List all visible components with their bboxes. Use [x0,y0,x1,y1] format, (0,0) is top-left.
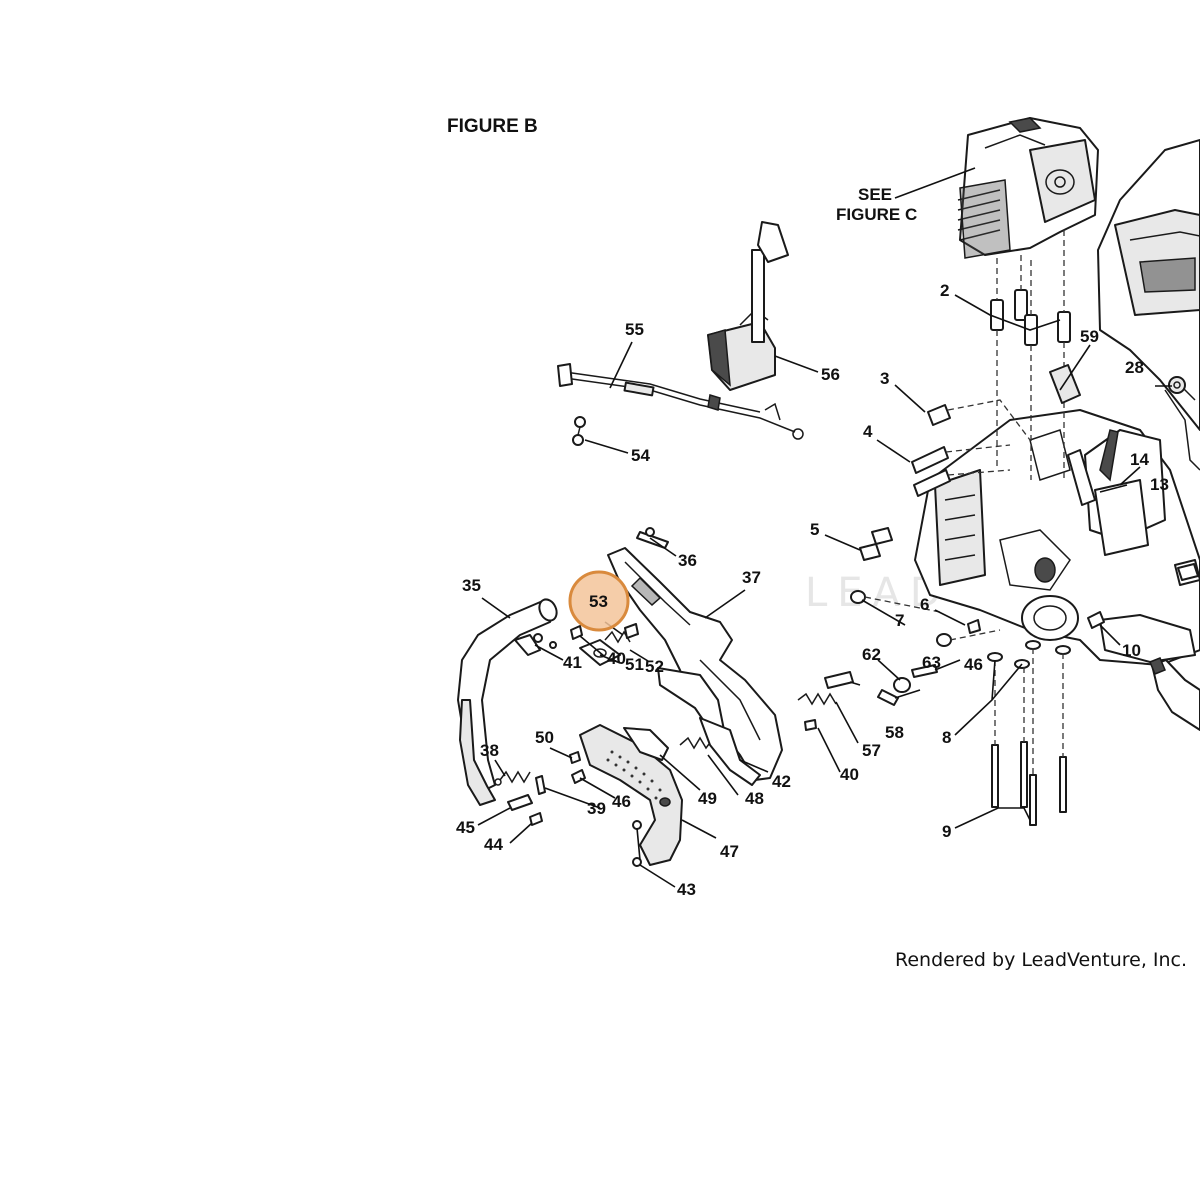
callout-50[interactable]: 50 [535,728,554,747]
credit-text: Rendered by LeadVenture, Inc. [895,949,1187,971]
callout-5[interactable]: 5 [810,520,819,539]
callout-54[interactable]: 54 [631,446,650,465]
part-59-pad [1049,364,1081,404]
callout-41[interactable]: 41 [563,653,582,672]
callout-14[interactable]: 14 [1130,450,1149,469]
part-40-screws-left [549,625,583,649]
part-42-lockout [699,717,761,786]
callout-55[interactable]: 55 [625,320,644,339]
callout-38[interactable]: 38 [480,741,499,760]
engine-assembly [957,117,1099,259]
callout-42[interactable]: 42 [772,772,791,791]
callout-7[interactable]: 7 [895,611,904,630]
see-figure-label: FIGURE C [836,205,917,224]
part-10-screw [1087,611,1105,629]
part-56-ignition-coil [707,221,789,411]
callout-57[interactable]: 57 [862,741,881,760]
part-13-bracket [1094,479,1149,556]
callout-40-left[interactable]: 40 [607,649,626,668]
part-40-screw-right [804,719,817,731]
part-35-front-handle [457,598,558,806]
callout-47[interactable]: 47 [720,842,739,861]
callout-6[interactable]: 6 [920,595,929,614]
part-9-bolts [991,648,1067,826]
callout-9[interactable]: 9 [942,822,951,841]
part-53-screw [624,623,639,639]
callout-45[interactable]: 45 [456,818,475,837]
part-44-screw [529,812,543,826]
part-8-washers [987,640,1071,669]
callout-37[interactable]: 37 [742,568,761,587]
highlight-circle-53[interactable] [568,570,630,632]
leader-lines [477,167,1172,888]
part-48-spring [679,736,713,750]
callout-51[interactable]: 51 [625,655,644,674]
callout-2[interactable]: 2 [940,281,949,300]
callout-3[interactable]: 3 [880,369,889,388]
cooling-fins [957,179,1011,259]
part-39-pin [535,775,546,795]
callout-48[interactable]: 48 [745,789,764,808]
callout-36[interactable]: 36 [678,551,697,570]
part-58-plate [824,671,854,689]
part-36-bolt [636,527,669,549]
part-54-screws [572,416,586,446]
part-38-spring [494,770,531,786]
fuel-filter-fitting [1149,657,1200,731]
callout-49[interactable]: 49 [698,789,717,808]
part-6-screw [967,619,981,634]
part-62-bushing [893,677,911,693]
callout-63[interactable]: 63 [922,653,941,672]
figure-title: FIGURE B [447,116,538,137]
part-49-lever-piece [623,727,669,761]
callout-labels: SEE FIGURE C 2 3 4 5 6 7 8 9 10 13 14 28… [456,185,1169,899]
callout-58[interactable]: 58 [885,723,904,742]
part-55-throttle-cable [557,363,804,440]
grip-texture [606,750,662,800]
part-63-pin [877,689,899,706]
part-4-screws [911,444,1011,497]
part-14-lever [1067,449,1096,506]
part-41-bracket [514,633,543,656]
see-figure-label: SEE [858,185,892,204]
callout-43[interactable]: 43 [677,880,696,899]
callout-62[interactable]: 62 [862,645,881,664]
part-46-screw-left [571,769,586,784]
part-2-bushings [990,230,1071,480]
part-7-pins [850,590,1001,647]
rear-handle-housing [1097,139,1200,471]
part-45-plate [507,794,533,811]
part-3-screw [927,399,1031,441]
part-46-screw-right [911,664,938,678]
callout-44[interactable]: 44 [484,835,503,854]
callout-28[interactable]: 28 [1125,358,1144,377]
part-37-handle-frame [607,547,783,781]
callout-53[interactable]: 53 [589,592,608,611]
callout-52[interactable]: 52 [645,657,664,676]
part-50-pin [569,751,581,764]
part-57-spring [797,692,837,706]
crankcase-housing [914,409,1200,666]
callout-10[interactable]: 10 [1122,641,1141,660]
callout-13[interactable]: 13 [1150,475,1169,494]
callout-4[interactable]: 4 [863,422,873,441]
part-5-clips [859,527,1199,581]
callout-46-left[interactable]: 46 [612,792,631,811]
callout-59[interactable]: 59 [1080,327,1099,346]
callout-40-right[interactable]: 40 [840,765,859,784]
callout-46-right[interactable]: 46 [964,655,983,674]
callout-8[interactable]: 8 [942,728,951,747]
part-28-nut [1168,376,1186,394]
callout-35[interactable]: 35 [462,576,481,595]
callout-39[interactable]: 39 [587,799,606,818]
callout-56[interactable]: 56 [821,365,840,384]
